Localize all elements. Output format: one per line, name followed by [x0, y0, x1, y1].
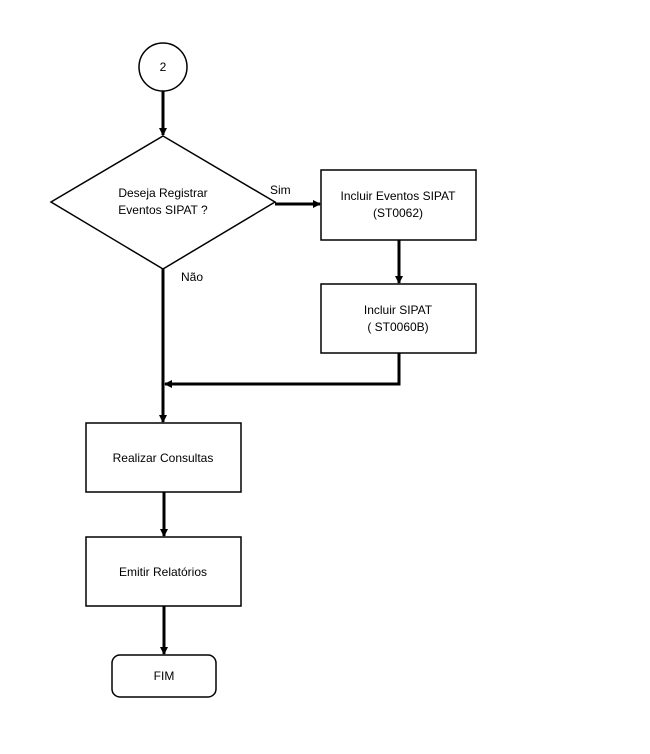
decision-node: Deseja Registrar Eventos SIPAT ? — [49, 135, 277, 270]
edge-incluir-sipat-to-merge — [164, 353, 401, 388]
edge-label-sim: Sim — [270, 183, 291, 197]
incluir-sipat-label-line-1: Incluir SIPAT — [364, 303, 433, 317]
realizar-consultas-label: Realizar Consultas — [113, 451, 214, 465]
incluir-sipat-node: Incluir SIPAT ( ST0060B) — [320, 283, 477, 354]
incluir-eventos-label-line-2: (ST0062) — [373, 206, 423, 220]
realizar-consultas-node: Realizar Consultas — [85, 422, 242, 493]
edge-label-nao: Não — [181, 270, 203, 284]
incluir-sipat-label-line-2: ( ST0060B) — [367, 320, 428, 334]
emitir-relatorios-node: Emitir Relatórios — [85, 536, 242, 607]
emitir-relatorios-label: Emitir Relatórios — [119, 565, 207, 579]
fim-label: FIM — [154, 669, 175, 683]
decision-label-line-1: Deseja Registrar — [118, 186, 207, 200]
connector-node: 2 — [138, 42, 188, 92]
connector-label: 2 — [160, 60, 167, 74]
decision-label-line-2: Eventos SIPAT ? — [118, 203, 208, 217]
fim-node: FIM — [111, 654, 217, 698]
incluir-eventos-node: Incluir Eventos SIPAT (ST0062) — [320, 169, 477, 241]
incluir-eventos-label-line-1: Incluir Eventos SIPAT — [341, 189, 457, 203]
